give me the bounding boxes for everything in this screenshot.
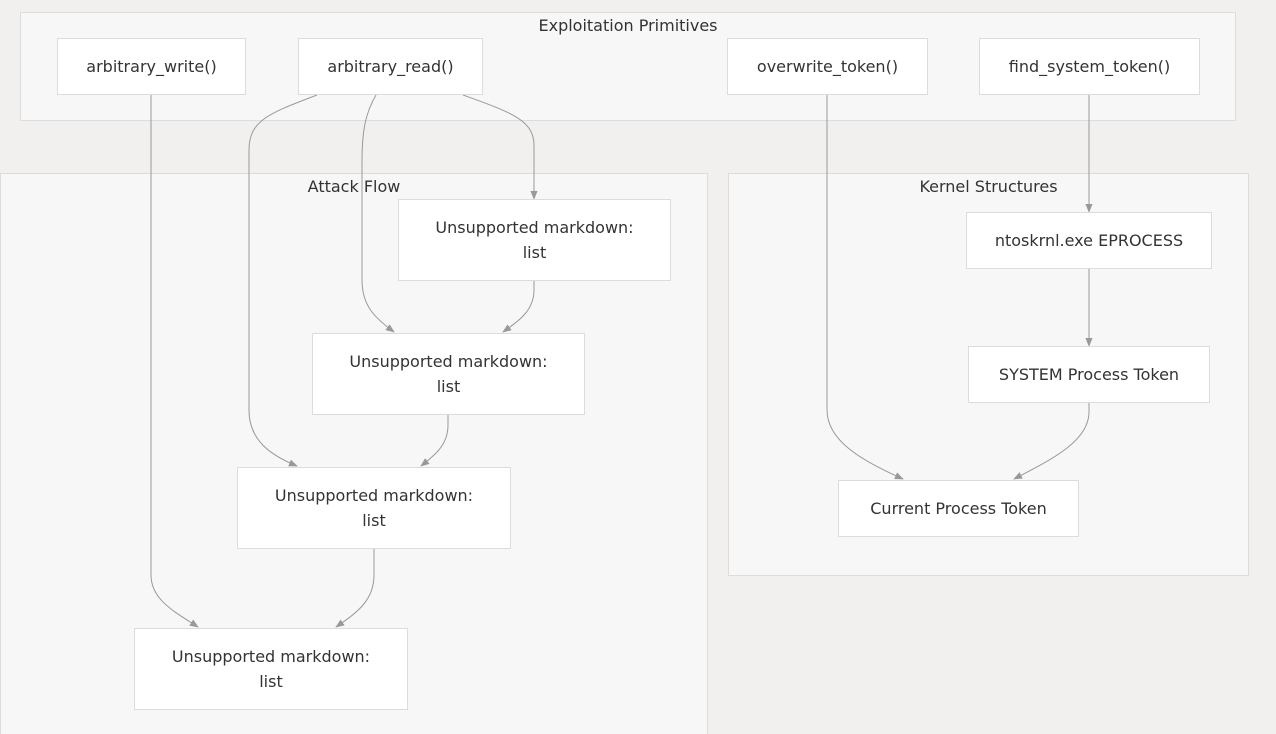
node-flow-step-2[interactable]: Unsupported markdown: list [312, 333, 585, 415]
node-arbitrary-read[interactable]: arbitrary_read() [298, 38, 483, 95]
node-current-process-token[interactable]: Current Process Token [838, 480, 1079, 537]
node-label: Current Process Token [870, 499, 1047, 518]
node-arbitrary-write[interactable]: arbitrary_write() [57, 38, 246, 95]
edge-arbitrary-read-to-step-3 [248, 94, 318, 467]
node-label: Unsupported markdown: list [435, 218, 634, 262]
node-label: ntoskrnl.exe EPROCESS [994, 231, 1184, 250]
edge-system-token-to-current-token [1013, 403, 1090, 480]
node-label: arbitrary_write() [86, 57, 217, 76]
edge-step-2-to-step-3 [420, 415, 449, 467]
edge-arbitrary-write-to-step-4 [150, 95, 199, 628]
node-label: Unsupported markdown: list [349, 352, 548, 396]
node-overwrite-token[interactable]: overwrite_token() [727, 38, 928, 95]
node-find-system-token[interactable]: find_system_token() [979, 38, 1200, 95]
edge-arbitrary-read-to-step-1 [462, 94, 538, 200]
cluster-title-kernel-structures: Kernel Structures [919, 177, 1058, 196]
edge-step-1-to-step-2 [502, 281, 535, 333]
node-label: Unsupported markdown: list [274, 486, 474, 530]
node-label: Unsupported markdown: list [171, 647, 371, 691]
node-system-process-token[interactable]: SYSTEM Process Token [968, 346, 1210, 403]
cluster-title-exploitation-primitives: Exploitation Primitives [538, 16, 718, 35]
node-flow-step-3[interactable]: Unsupported markdown: list [237, 467, 511, 549]
node-flow-step-1[interactable]: Unsupported markdown: list [398, 199, 671, 281]
node-label: SYSTEM Process Token [998, 365, 1180, 384]
node-label: find_system_token() [1008, 57, 1171, 76]
cluster-title-attack-flow: Attack Flow [307, 177, 401, 196]
node-flow-step-4[interactable]: Unsupported markdown: list [134, 628, 408, 710]
node-eprocess[interactable]: ntoskrnl.exe EPROCESS [966, 212, 1212, 269]
node-label: arbitrary_read() [327, 57, 454, 76]
edge-step-3-to-step-4 [335, 549, 375, 628]
node-label: overwrite_token() [756, 57, 899, 76]
edge-overwrite-token-to-current-token [826, 95, 904, 480]
edge-arbitrary-read-to-step-2 [361, 94, 395, 333]
